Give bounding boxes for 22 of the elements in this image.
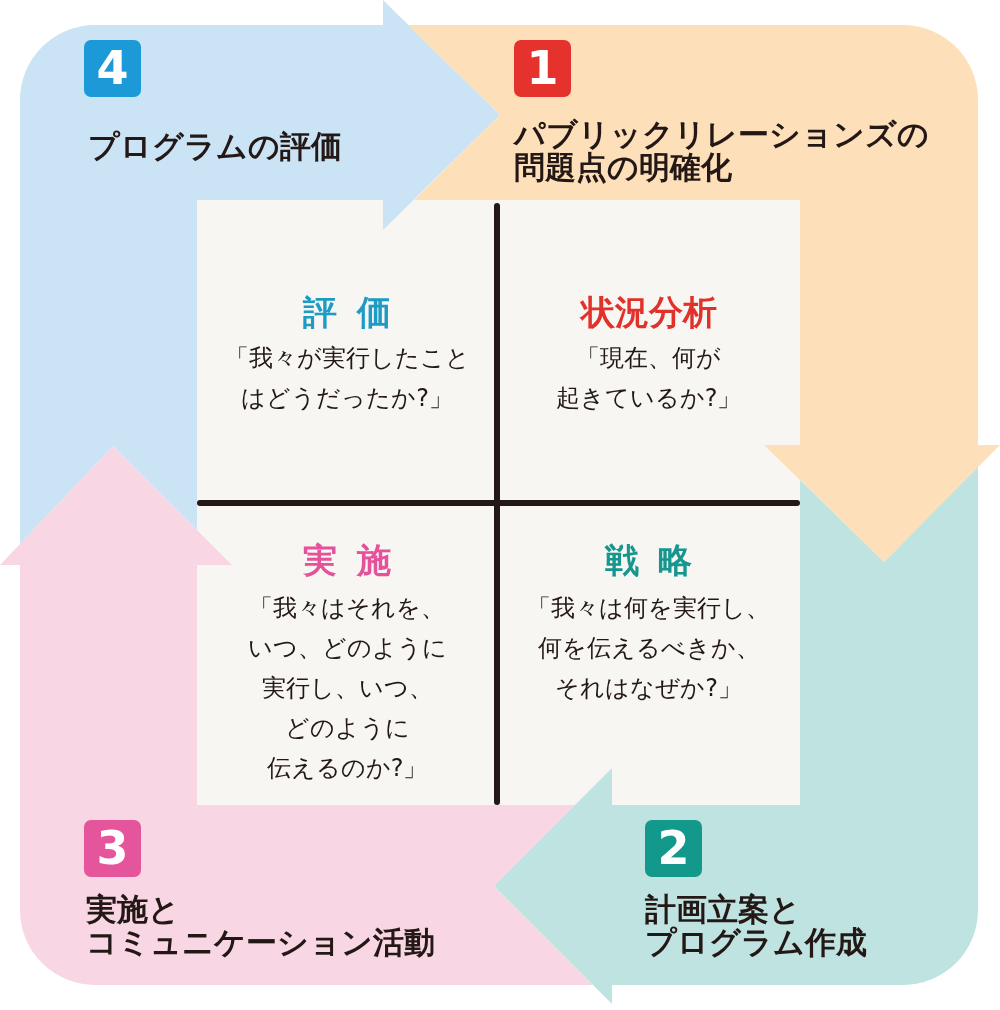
arrow-band [20, 0, 500, 544]
step-label: 実施とコミュニケーション活動 [86, 893, 435, 959]
step-number: 3 [84, 820, 141, 877]
quadrant-question: 「我々はそれを、いつ、どのように実行し、いつ、どのように伝えるのか?」 [247, 593, 447, 784]
quadrant-heading: 評 価 [303, 292, 391, 332]
arrow-band [494, 467, 978, 1004]
quadrant-heading: 戦 略 [604, 540, 693, 580]
quadrant-panel [497, 503, 800, 805]
quadrant-panel [197, 200, 497, 503]
quadrant-heading: 状況分析 [580, 292, 717, 332]
step-label: パブリックリレーションズの問題点の明確化 [514, 118, 929, 184]
step-number: 2 [645, 820, 702, 877]
quadrant-panel [497, 200, 800, 503]
step-number: 4 [84, 40, 141, 97]
quadrant-heading: 実 施 [303, 540, 391, 580]
quadrant-question: 「我々は何を実行し、何を伝えるべきか、それはなぜか?」 [527, 593, 770, 704]
step-number: 1 [514, 40, 571, 97]
step-label: プログラムの評価 [88, 130, 342, 163]
quadrant-question: 「我々が実行したことはどうだったか?」 [224, 343, 470, 414]
quadrant-panel [197, 503, 497, 805]
quadrant-question: 「現在、何が起きているか?」 [555, 343, 742, 414]
step-label: 計画立案とプログラム作成 [645, 893, 867, 959]
